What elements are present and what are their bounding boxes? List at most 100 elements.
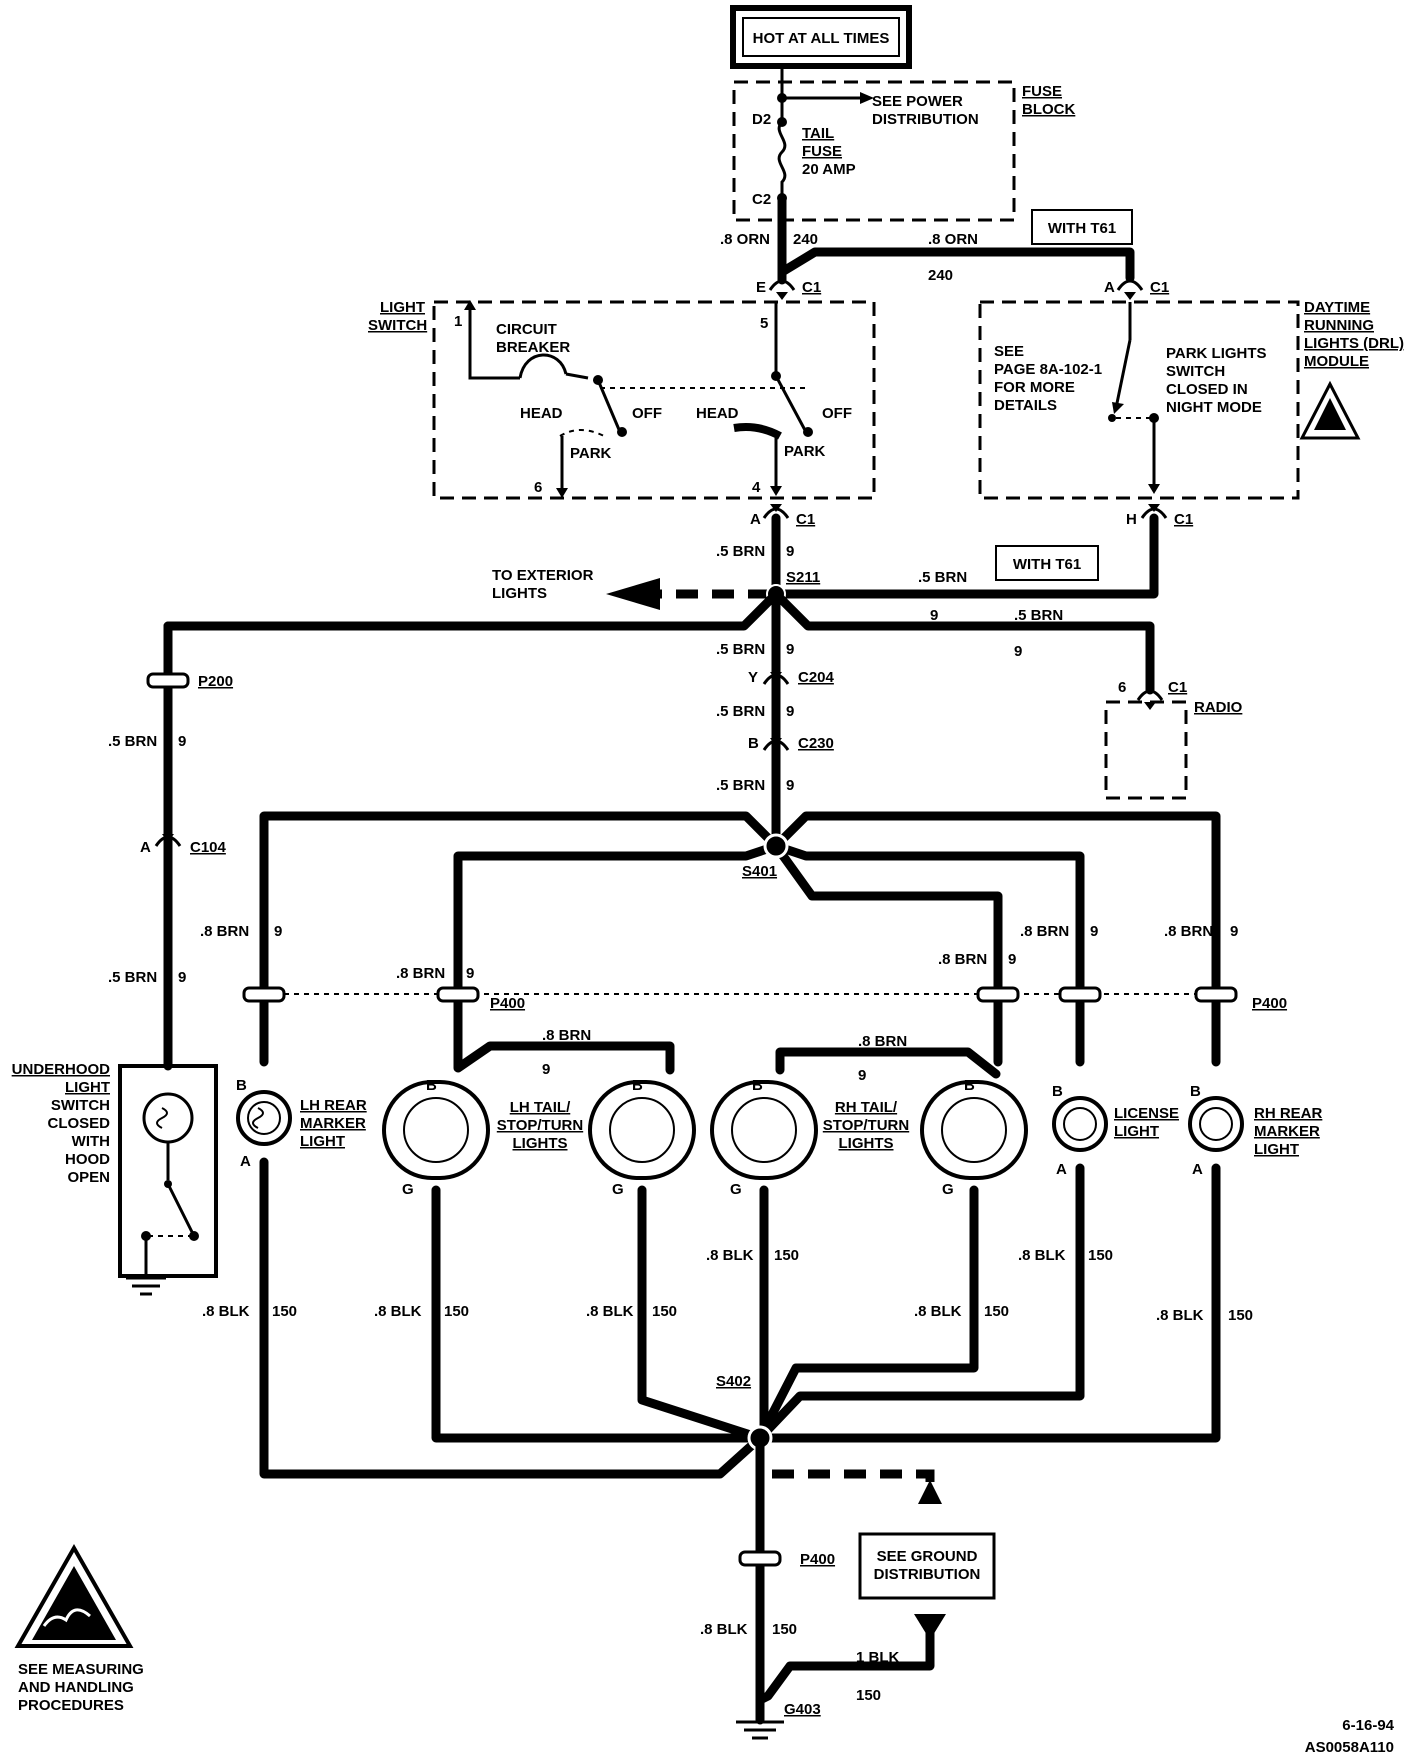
see-ground-2: DISTRIBUTION [874, 1566, 981, 1583]
fuse-text-2: FUSE [802, 143, 842, 160]
wire-9-lht: 9 [466, 965, 474, 982]
fuse-block-title-2: BLOCK [1022, 101, 1075, 118]
pin-a-label: A [750, 511, 761, 528]
wire-brn-rhm: .8 BRN [1164, 923, 1213, 940]
radio-label: RADIO [1194, 699, 1243, 716]
underhood-bulb-icon [142, 1092, 194, 1144]
circuit-breaker-icon [518, 353, 568, 379]
light-switch-title-2: SWITCH [368, 317, 427, 334]
wire-blk-lhm: .8 BLK [202, 1303, 250, 1320]
footer: 6-16-94 AS0058A110 [1305, 1717, 1395, 1756]
light-switch: LIGHT SWITCH 1 CIRCUIT BREAKER OFF HEAD … [368, 299, 876, 500]
drl-park-2: SWITCH [1166, 363, 1225, 380]
bulb-icon [1199, 1107, 1233, 1141]
wire-9-radio: 9 [930, 607, 938, 624]
rh-tail-1: RH TAIL/ [835, 1099, 898, 1116]
wire-blk-lht2: .8 BLK [586, 1303, 634, 1320]
lht2-pin-b: B [632, 1077, 643, 1094]
c1-label-5: C1 [1168, 679, 1187, 696]
ground-symbol-icon [126, 1276, 166, 1296]
wire-brn-lht: .8 BRN [396, 965, 445, 982]
wire-brn-s211-in: .5 BRN [716, 543, 765, 560]
wire-150-lic: 150 [1088, 1247, 1113, 1264]
wire-blk-rhm: .8 BLK [1156, 1307, 1204, 1324]
wire-blk-lht1: .8 BLK [374, 1303, 422, 1320]
lhm-pin-a: A [240, 1153, 251, 1170]
lht1-pin-b: B [426, 1077, 437, 1094]
drl-see-3: FOR MORE [994, 379, 1075, 396]
lh-tail-1: LH TAIL/ [510, 1099, 571, 1116]
p400-label-left: P400 [490, 995, 525, 1012]
underhood-3: SWITCH [51, 1097, 110, 1114]
footer-date: 6-16-94 [1342, 1717, 1394, 1734]
s402-label: S402 [716, 1373, 751, 1390]
esd-note: SEE MEASURING AND HANDLING PROCEDURES [14, 1543, 144, 1714]
lh-tail-2: STOP/TURN [497, 1117, 583, 1134]
with-t61-tag-top: WITH T61 [1031, 209, 1133, 245]
hot-at-all-times-box: HOT AT ALL TIMES [730, 5, 912, 69]
radio-pin-6: 6 [1118, 679, 1126, 696]
drl-title-1: DAYTIME [1304, 299, 1370, 316]
wire-brn-radio: .5 BRN [1014, 607, 1063, 624]
esd-note-2: AND HANDLING [18, 1679, 134, 1696]
ls-pin-1: 1 [454, 313, 462, 330]
underhood-branch: P200 .5 BRN 9 A C104 .5 BRN 9 UNDERHOOD … [12, 621, 233, 1296]
c104-label: C104 [190, 839, 227, 856]
c204-label: C204 [798, 669, 835, 686]
wire-150-lht1: 150 [444, 1303, 469, 1320]
s211-label: S211 [786, 569, 820, 586]
ls-park-right: PARK [784, 443, 826, 460]
ls-head-left: HEAD [520, 405, 563, 422]
to-exterior-2: LIGHTS [492, 585, 547, 602]
drl-title-4: MODULE [1304, 353, 1369, 370]
tail-crossover-wires: .8 BRN 9 .8 BRN 9 [453, 1027, 1001, 1084]
with-t61-tag-mid: WITH T61 [995, 545, 1099, 581]
s211-area: .5 BRN 9 .5 BRN WITH T61 TO EXTERIOR LIG… [163, 513, 1159, 695]
wire-brn-s401-in: .5 BRN [716, 777, 765, 794]
license-2: LIGHT [1114, 1123, 1159, 1140]
wire-150-rhm: 150 [1228, 1307, 1253, 1324]
wire-9-lic: 9 [1090, 923, 1098, 940]
rh-tail-2: STOP/TURN [823, 1117, 909, 1134]
esd-hand-icon [14, 1543, 134, 1648]
see-power-2: DISTRIBUTION [872, 111, 979, 128]
fuse-block-title-1: FUSE [1022, 83, 1062, 100]
splice-s401 [763, 833, 789, 859]
p200-label: P200 [198, 673, 233, 690]
light-switch-title-1: LIGHT [380, 299, 425, 316]
drl-park-3: CLOSED IN [1166, 381, 1248, 398]
wire-9-rh-cross: 9 [858, 1067, 866, 1084]
ls-park-left: PARK [570, 445, 612, 462]
ls-pin-5: 5 [760, 315, 768, 332]
with-t61-label-top: WITH T61 [1048, 220, 1116, 237]
drl-title-3: LIGHTS (DRL) [1304, 335, 1404, 352]
bulb-icon [1063, 1107, 1097, 1141]
lh-marker-1: LH REAR [300, 1097, 367, 1114]
c1-label-3: C1 [1150, 279, 1169, 296]
to-exterior-1: TO EXTERIOR [492, 567, 594, 584]
wire-150-lht2: 150 [652, 1303, 677, 1320]
wire-150-rht2: 150 [984, 1303, 1009, 1320]
license-lamp: B A LICENSE LIGHT [1052, 1083, 1179, 1178]
drl-see-1: SEE [994, 343, 1024, 360]
rh-marker-3: LIGHT [1254, 1141, 1299, 1158]
underhood-4: CLOSED [47, 1115, 110, 1132]
rht1-pin-b: B [752, 1077, 763, 1094]
wire-blk-lic: .8 BLK [1018, 1247, 1066, 1264]
wire-brn-uh-1: .5 BRN [108, 733, 157, 750]
radio: 6 C1 RADIO [1104, 679, 1243, 800]
p400-label-bottom: P400 [800, 1551, 835, 1568]
hot-label: HOT AT ALL TIMES [753, 30, 890, 47]
fuse-text-1: TAIL [802, 125, 834, 142]
rht1-pin-g: G [730, 1181, 742, 1198]
rh-marker-2: MARKER [1254, 1123, 1320, 1140]
wire-brn-lh-cross: .8 BRN [542, 1027, 591, 1044]
c1-label-1: C1 [802, 279, 821, 296]
wire-9-c204-in: 9 [786, 641, 794, 658]
see-power-1: SEE POWER [872, 93, 963, 110]
pin-e-label: E [756, 279, 766, 296]
wire-150-label-2: 150 [856, 1687, 881, 1704]
center-trunk: .5 BRN 9 Y C204 .5 BRN 9 B C230 .5 BRN 9 [716, 595, 835, 843]
drl-see-2: PAGE 8A-102-1 [994, 361, 1102, 378]
